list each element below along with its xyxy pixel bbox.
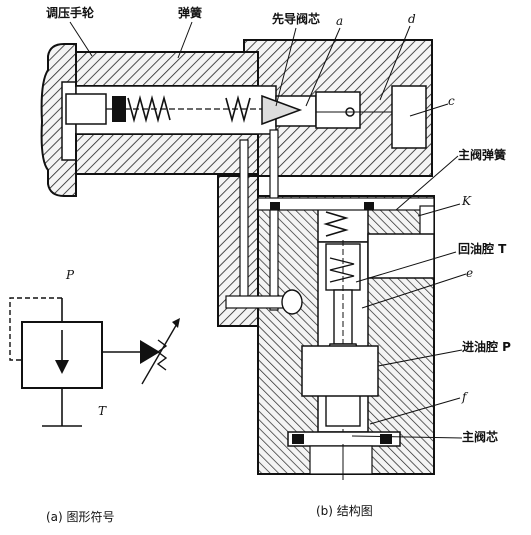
label-f: f [462, 390, 467, 404]
main-spring [323, 211, 349, 237]
label-return-chamber: 回油腔 T [458, 242, 507, 256]
main-valve-body [217, 129, 435, 480]
relief-valve-symbol [9, 297, 180, 427]
label-main-core: 主阀芯 [462, 430, 499, 444]
label-e: e [466, 266, 474, 280]
label-a: a [336, 14, 344, 28]
leader-lines [69, 21, 467, 439]
pilot-spring [112, 94, 251, 124]
label-main-spring: 主阀弹簧 [458, 148, 507, 162]
label-spring: 弹簧 [178, 6, 203, 20]
label-c: c [448, 94, 455, 108]
label-K: K [462, 194, 471, 208]
pilot-cone [261, 94, 303, 126]
label-d: d [408, 12, 416, 26]
pilot-valve-body [40, 39, 433, 197]
label-pilot-core: 先导阀芯 [272, 12, 321, 26]
label-handwheel: 调压手轮 [46, 6, 95, 20]
caption-b: (b) 结构图 [316, 504, 373, 518]
symbol-label-P: P [66, 268, 75, 282]
symbol-label-T: T [98, 404, 107, 418]
caption-a: (a) 图形符号 [46, 510, 115, 524]
label-inlet-chamber: 进油腔 P [462, 340, 511, 354]
